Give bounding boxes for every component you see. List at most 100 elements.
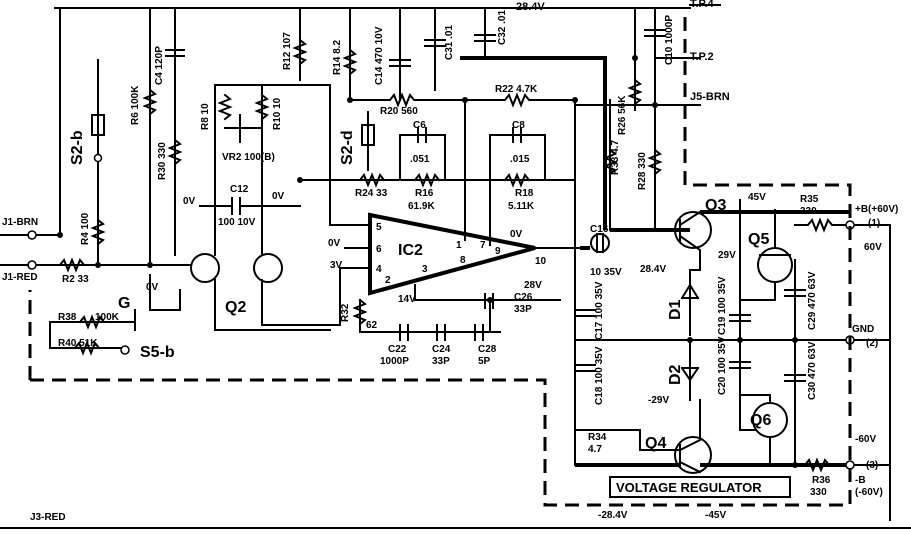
label-c26-value: 33P — [514, 304, 532, 315]
q5-transistor — [757, 247, 793, 283]
r24-r16-r18-row — [299, 172, 576, 188]
label-r40: R40 51K — [58, 338, 98, 349]
label-0v-out: 0V — [510, 229, 523, 240]
r12-resistor — [292, 7, 308, 81]
pin-4: 4 — [376, 264, 382, 275]
label-j3: J3-RED — [30, 512, 66, 523]
label-r8: R8 10 — [200, 103, 211, 130]
label-term3: (3) — [866, 460, 878, 471]
q6-leads — [739, 394, 771, 466]
label-q2: Q2 — [225, 299, 246, 316]
label-j1-red: J1-RED — [2, 272, 38, 283]
q2-wiring — [214, 84, 361, 331]
label-v284-top: 28.4V — [516, 1, 545, 13]
label-c6-value: .051 — [410, 154, 430, 165]
label-q5: Q5 — [748, 231, 769, 248]
c18-capacitor — [574, 364, 596, 372]
junction-dot — [147, 262, 153, 268]
label-0v-g: 0V — [146, 282, 159, 293]
label-c16: C16 — [590, 224, 609, 235]
c8-network — [489, 127, 546, 181]
c26-capacitor — [484, 293, 494, 309]
r36-resistor — [803, 457, 831, 473]
label-neg45: -45V — [705, 510, 726, 521]
j1-brn-terminal — [27, 230, 37, 240]
label-j1-brn: J1-BRN — [2, 217, 38, 228]
junction-dot — [487, 297, 493, 303]
pin-3: 3 — [422, 264, 428, 275]
label-b-plus: +B(+60V) — [855, 204, 898, 215]
label-r28: R28 330 — [637, 152, 648, 190]
terminal-3 — [845, 460, 855, 470]
label-r30: R30 330 — [157, 142, 168, 180]
c12-capacitor — [199, 197, 301, 215]
c14-capacitor — [389, 7, 411, 101]
label-r20: R20 560 — [380, 106, 418, 117]
q3-transistor — [674, 211, 712, 249]
c16-plate — [596, 233, 604, 253]
label-c8-value: .015 — [510, 154, 530, 165]
label-s2b: S2-b — [69, 130, 86, 165]
label-term2: (2) — [866, 338, 878, 349]
label-j5: J5-BRN — [690, 91, 730, 103]
label-v284-mid: 28.4V — [640, 264, 666, 275]
label-q4: Q4 — [645, 435, 666, 452]
r22-resistor — [464, 92, 576, 108]
r33-resistor — [602, 148, 618, 176]
r34-resistor — [574, 429, 681, 451]
label-c24-value: 33P — [432, 356, 450, 367]
label-ic2: IC2 — [398, 242, 423, 259]
label-term1: (1) — [868, 218, 880, 229]
ic2-inputs — [329, 99, 581, 269]
label-r24: R24 33 — [355, 188, 388, 199]
r26-resistor — [627, 78, 643, 106]
output-bus — [580, 228, 690, 250]
s5b-contact — [120, 345, 130, 355]
junction-dot — [792, 462, 798, 468]
label-c14: C14 470 10V — [374, 26, 385, 85]
label-r35-value: 330 — [800, 206, 817, 217]
junction-dot — [57, 232, 63, 238]
label-r38-value: 100K — [95, 312, 120, 323]
label-c19: C19 100 35V — [717, 276, 728, 335]
label-r22: R22 4.7K — [495, 84, 538, 95]
c32-capacitor — [474, 7, 496, 59]
c20-capacitor — [729, 339, 751, 396]
q5-leads — [739, 199, 791, 301]
label-r26: R26 56K — [617, 95, 628, 135]
feedback-bus — [460, 56, 607, 230]
label-r10: R10 10 — [272, 97, 283, 130]
c4-capacitor — [165, 49, 185, 57]
label-d1: D1 — [667, 299, 684, 320]
label-29v: 29V — [718, 250, 736, 261]
junction-dot — [687, 337, 693, 343]
label-neg29: -29V — [648, 395, 669, 406]
j1-red-terminal — [27, 260, 37, 270]
label-c12-value: 100 10V — [218, 217, 256, 228]
label-neg60: -60V — [855, 434, 876, 445]
label-c30: C30 470 63V — [807, 341, 818, 400]
pin-1: 1 — [456, 240, 462, 251]
label-60v: 60V — [864, 242, 882, 253]
bottom-cap-row — [359, 299, 501, 341]
label-c24: C24 — [432, 344, 451, 355]
junction-dot — [737, 337, 743, 343]
junction-dot — [95, 262, 101, 268]
label-gnd: GND — [852, 324, 874, 335]
q2-right-transistor — [253, 253, 283, 283]
label-r18-value: 5.11K — [508, 201, 535, 212]
label-28v: 28V — [524, 280, 542, 291]
label-voltage-regulator: VOLTAGE REGULATOR — [616, 480, 762, 495]
label-c26: C26 — [514, 292, 533, 303]
label-r38: R38 — [58, 312, 77, 323]
label-vr2: VR2 100(B) — [222, 152, 275, 163]
label-c4: C4 120P — [154, 46, 165, 85]
label-s2d: S2-d — [339, 130, 356, 165]
r20-resistor — [349, 92, 466, 108]
label-r18: R18 — [515, 188, 534, 199]
label-0v-mid: 0V — [272, 191, 285, 202]
label-d2: D2 — [667, 364, 684, 385]
junction-dot — [652, 102, 658, 108]
vr2-potentiometer — [224, 114, 261, 143]
